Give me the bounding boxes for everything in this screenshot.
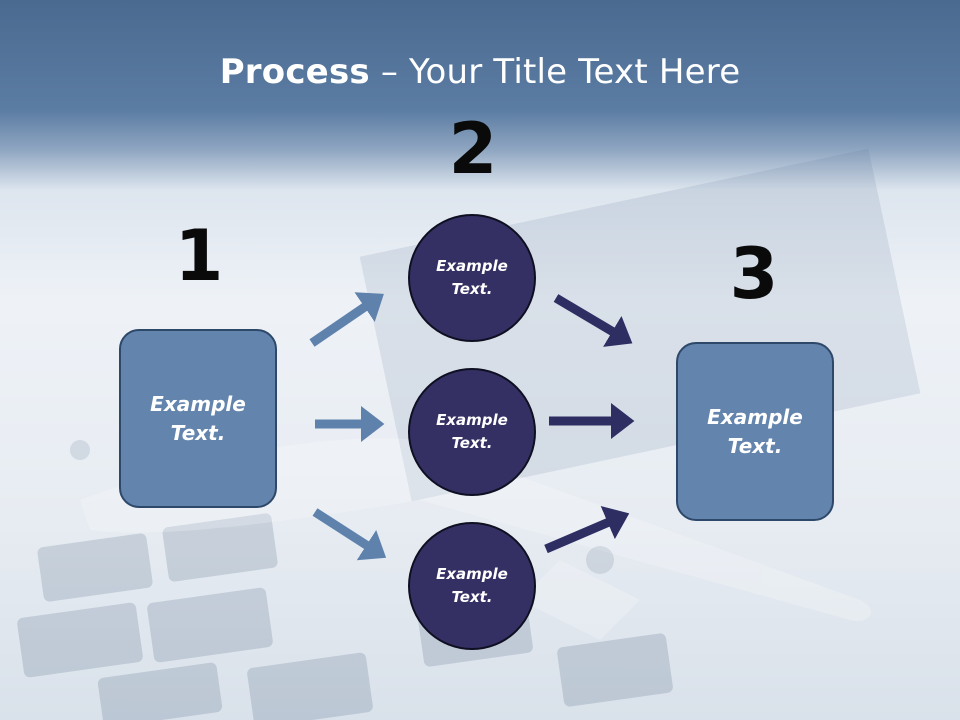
arrow-1-to-2c (312, 508, 387, 561)
step-2-middle-text: Example Text. (436, 411, 508, 452)
title-rest: – Your Title Text Here (369, 52, 741, 92)
step-2-circle-top[interactable]: Example Text. (408, 214, 536, 342)
step-1-text: Example Text. (150, 391, 246, 445)
arrow-2c-to-3 (544, 506, 630, 554)
step-2-circle-middle[interactable]: Example Text. (408, 368, 536, 496)
step-2-top-text: Example Text. (436, 257, 508, 298)
step-2-bottom-text: Example Text. (436, 565, 508, 606)
slide-title: Process – Your Title Text Here (0, 52, 960, 92)
step-3-text: Example Text. (707, 404, 803, 458)
step-2-circle-bottom[interactable]: Example Text. (408, 522, 536, 650)
title-bold: Process (219, 52, 370, 92)
step-number-2: 2 (448, 108, 498, 190)
step-1-box[interactable]: Example Text. (119, 329, 277, 508)
step-3-box[interactable]: Example Text. (676, 342, 834, 521)
step-number-1: 1 (174, 215, 224, 297)
arrow-1-to-2a (309, 292, 384, 347)
step-number-3: 3 (729, 233, 779, 315)
arrow-2a-to-3 (553, 294, 633, 347)
